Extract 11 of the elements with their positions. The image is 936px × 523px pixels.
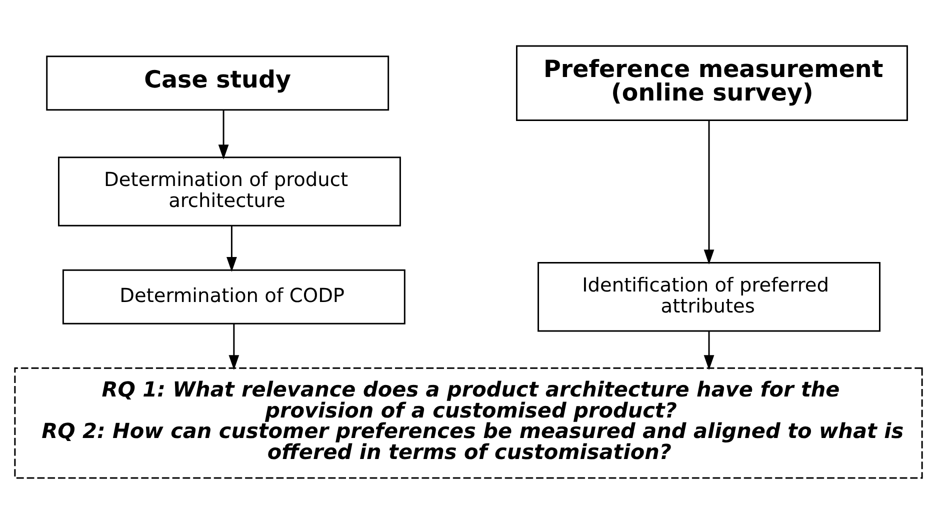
node-box: Determination of CODP bbox=[62, 268, 405, 324]
node-box: Identification of preferred attributes bbox=[537, 262, 880, 332]
arrow bbox=[228, 323, 239, 370]
node-box: Preference measurement (online survey) bbox=[516, 44, 908, 120]
arrow bbox=[703, 120, 714, 264]
arrow bbox=[226, 226, 236, 272]
arrow bbox=[703, 330, 714, 370]
arrow bbox=[218, 109, 228, 159]
node-box: RQ 1: What relevance does a product architecture have for the provision of a customised product? RQ 2: How can customer preferences be measured and aligned to what is offered in terms of customisation? bbox=[14, 366, 922, 478]
node-box: Case study bbox=[46, 55, 389, 110]
node-box: Determination of product architecture bbox=[58, 156, 400, 226]
